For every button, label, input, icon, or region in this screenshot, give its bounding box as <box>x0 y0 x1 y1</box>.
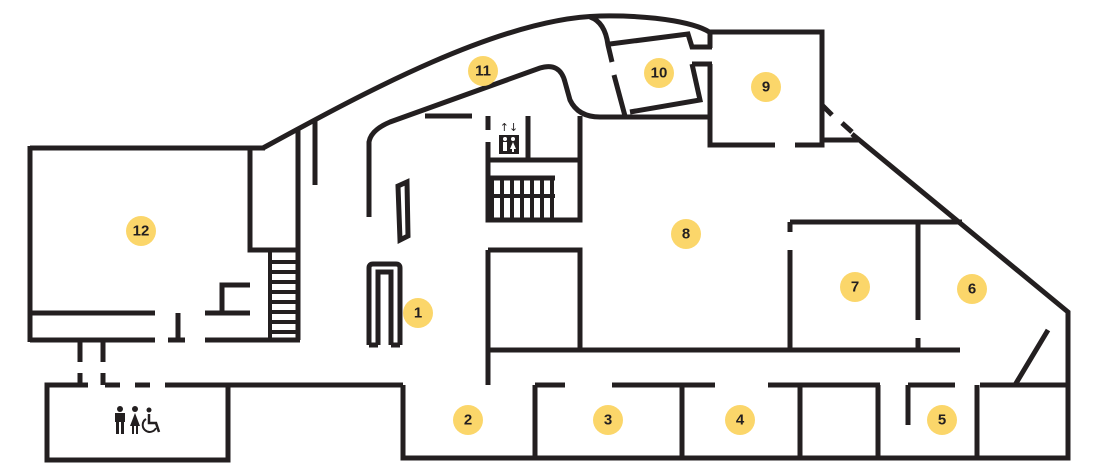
room-label: 9 <box>762 79 770 96</box>
room-label: 5 <box>938 412 946 429</box>
room-label: 6 <box>968 281 976 298</box>
room-marker-7[interactable]: 7 <box>840 272 870 302</box>
room-label: 11 <box>475 63 491 80</box>
room-marker-1[interactable]: 1 <box>403 298 433 328</box>
room-label: 1 <box>414 305 422 322</box>
room-marker-12[interactable]: 12 <box>126 216 156 246</box>
room-label: 8 <box>682 226 690 243</box>
room-marker-6[interactable]: 6 <box>957 274 987 304</box>
room-label: 4 <box>736 412 745 429</box>
room-label: 12 <box>133 223 150 240</box>
room-label: 10 <box>651 65 668 82</box>
wheelchair-icon <box>141 407 161 433</box>
room-marker-2[interactable]: 2 <box>453 405 483 435</box>
room-marker-4[interactable]: 4 <box>725 405 755 435</box>
room-marker-10[interactable]: 10 <box>644 58 674 88</box>
room-marker-5[interactable]: 5 <box>927 405 957 435</box>
room-marker-9[interactable]: 9 <box>751 72 781 102</box>
svg-text:↑↓: ↑↓ <box>500 121 518 134</box>
room-label: 2 <box>464 412 472 429</box>
walls <box>27 13 1071 463</box>
room-label: 3 <box>604 412 612 429</box>
room-marker-3[interactable]: 3 <box>593 405 623 435</box>
restroom-icon <box>115 406 140 434</box>
room-marker-11[interactable]: 11 <box>468 56 498 86</box>
room-marker-8[interactable]: 8 <box>671 219 701 249</box>
elevator-icon: ↑↓ <box>499 121 519 154</box>
room-label: 7 <box>851 279 859 296</box>
